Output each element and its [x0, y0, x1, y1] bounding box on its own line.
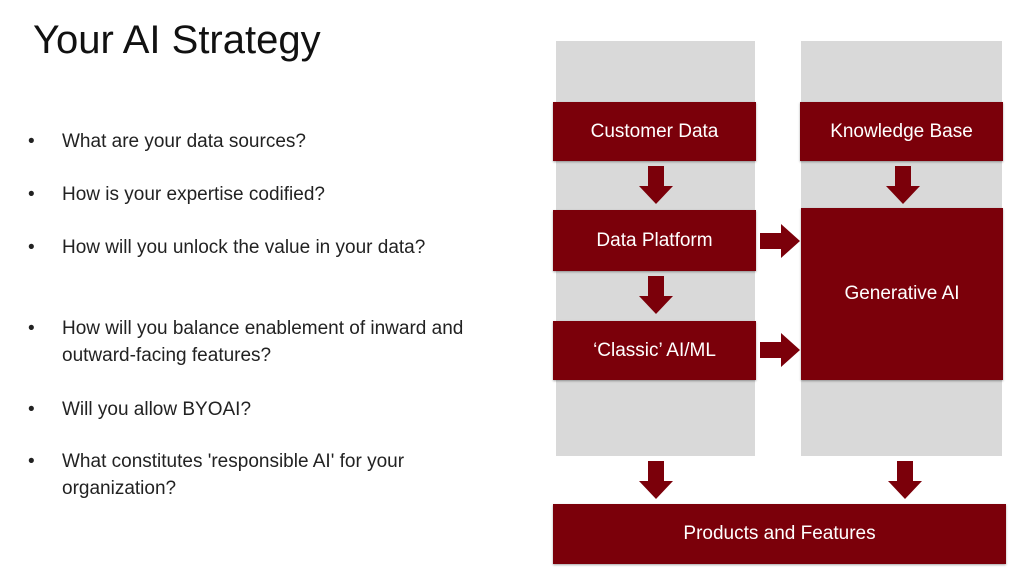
bullet-expertise: How is your expertise codified? [28, 181, 325, 208]
customer-data-box: Customer Data [553, 102, 756, 161]
generative-ai-box: Generative AI [801, 208, 1003, 380]
bullet-responsible-ai: What constitutes 'responsible AI' for yo… [28, 448, 478, 502]
products-features-box: Products and Features [553, 504, 1006, 564]
data-platform-box: Data Platform [553, 210, 756, 271]
arrow-right-icon [760, 333, 800, 367]
knowledge-base-box: Knowledge Base [800, 102, 1003, 161]
bullet-unlock-value: How will you unlock the value in your da… [28, 234, 425, 261]
arrow-right-icon [760, 224, 800, 258]
classic-ai-box: ‘Classic’ AI/ML [553, 321, 756, 380]
arrow-down-icon [888, 461, 922, 499]
arrow-down-icon [886, 166, 920, 204]
bullet-byoai: Will you allow BYOAI? [28, 396, 251, 423]
arrow-down-icon [639, 166, 673, 204]
bullet-data-sources: What are your data sources? [28, 128, 306, 155]
slide-title: Your AI Strategy [33, 18, 321, 62]
bullet-balance-features: How will you balance enablement of inwar… [28, 315, 478, 369]
arrow-down-icon [639, 461, 673, 499]
arrow-down-icon [639, 276, 673, 314]
